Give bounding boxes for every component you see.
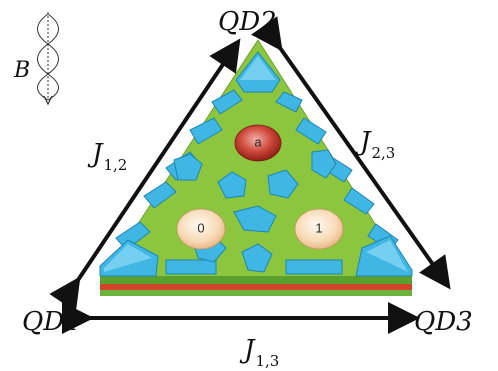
qd3-label: QD3: [414, 307, 473, 337]
dot-one-label: 1: [315, 220, 322, 235]
dot-zero: 0: [176, 208, 226, 250]
qd1-label: QD1: [22, 307, 81, 337]
arrow-j23: [251, 16, 451, 290]
b-field-label: B: [13, 58, 30, 83]
coupling-arrows: [49, 16, 451, 334]
arrow-j12: [49, 38, 241, 312]
qd2-label: QD2: [218, 7, 277, 37]
substrate-stripe-red: [100, 284, 412, 290]
b-field-wave-icon: [37, 12, 59, 106]
dot-a-label: a: [254, 134, 262, 149]
dot-one: 1: [294, 208, 344, 250]
j13-label: J1,3: [239, 335, 279, 370]
j12-label: J1,2: [87, 139, 127, 174]
j23-label: J2,3: [355, 127, 395, 162]
substrate-stripe-green-bottom: [100, 290, 412, 296]
dot-a: a: [234, 124, 282, 162]
dot-zero-label: 0: [197, 220, 204, 235]
substrate-stripe-green-top: [100, 276, 412, 284]
